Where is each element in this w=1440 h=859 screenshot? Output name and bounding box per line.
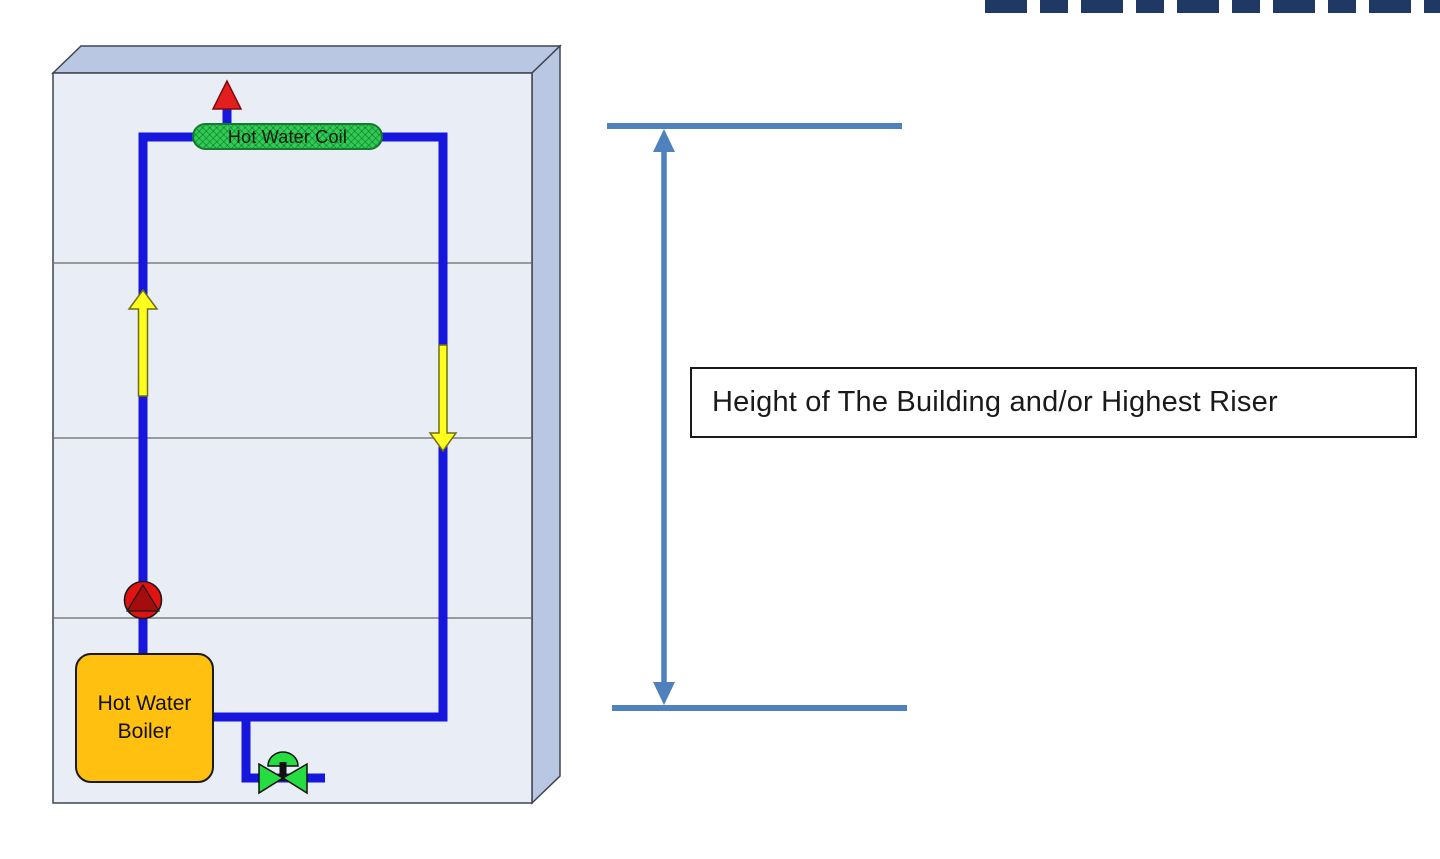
supply-riser-pipe <box>138 132 196 656</box>
valve-icon <box>258 751 308 795</box>
height-label: Height of The Building and/or Highest Ri… <box>712 386 1278 418</box>
vent-arrow-icon <box>211 79 243 110</box>
hot-water-boiler: Hot Water Boiler <box>75 653 214 783</box>
flow-arrow-up-icon <box>127 288 159 397</box>
hot-water-coil-label: Hot Water Coil <box>227 126 348 147</box>
building-side-face <box>531 44 561 805</box>
dimension-arrow-up-icon <box>653 129 675 152</box>
top-edge-dashes <box>985 0 1440 13</box>
pump-icon <box>123 580 163 620</box>
building-top-face <box>51 45 562 74</box>
height-label-box: Height of The Building and/or Highest Ri… <box>690 367 1417 438</box>
dimension-arrow-down-icon <box>653 682 675 705</box>
hot-water-boiler-label: Hot Water Boiler <box>97 692 192 743</box>
hot-water-coil: Hot Water Coil <box>192 123 383 150</box>
flow-arrow-down-icon <box>428 344 458 453</box>
